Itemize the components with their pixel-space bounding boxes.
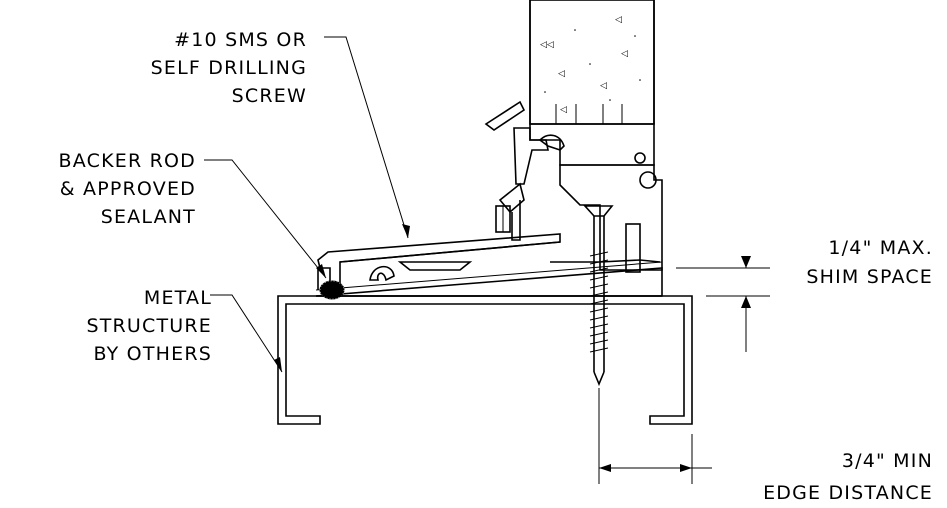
label-shim-line1: 1/4" MAX. xyxy=(828,237,933,259)
shim-dimension xyxy=(676,256,770,352)
label-screw-line3: SCREW xyxy=(232,85,307,107)
label-metal: METAL STRUCTURE BY OTHERS xyxy=(86,287,212,365)
label-metal-line3: BY OTHERS xyxy=(93,343,212,365)
screw xyxy=(583,205,614,387)
label-screw-line2: SELF DRILLING xyxy=(151,57,307,79)
leader-lines xyxy=(204,36,410,373)
label-metal-line1: METAL xyxy=(144,287,212,309)
edge-dimension xyxy=(598,388,712,484)
svg-text:◁: ◁ xyxy=(615,15,622,25)
label-backer-line1: BACKER ROD xyxy=(59,150,196,172)
label-backer-line3: SEALANT xyxy=(101,206,196,228)
label-metal-line2: STRUCTURE xyxy=(86,315,212,337)
concrete-panel: ◁ ◁◁ ◁ ◁ ◁ ◁ xyxy=(529,0,655,125)
metal-structure xyxy=(277,295,693,425)
label-edge-line1: 3/4" MIN xyxy=(842,450,933,472)
label-backer: BACKER ROD & APPROVED SEALANT xyxy=(59,150,196,228)
svg-text:◁: ◁ xyxy=(621,49,628,59)
sill-extrusion xyxy=(315,233,663,297)
label-screw-line1: #10 SMS OR xyxy=(174,29,307,51)
label-edge: 3/4" MIN EDGE DISTANCE xyxy=(763,450,933,504)
svg-text:◁: ◁ xyxy=(600,81,607,91)
backer-rod xyxy=(319,280,345,300)
svg-text:◁: ◁ xyxy=(558,69,565,79)
label-shim-line2: SHIM SPACE xyxy=(806,266,933,288)
label-screw: #10 SMS OR SELF DRILLING SCREW xyxy=(151,29,307,107)
label-edge-line2: EDGE DISTANCE xyxy=(763,482,933,504)
svg-text:◁: ◁ xyxy=(560,105,567,115)
label-backer-line2: & APPROVED xyxy=(60,178,196,200)
label-shim: 1/4" MAX. SHIM SPACE xyxy=(806,237,933,288)
svg-text:◁◁: ◁◁ xyxy=(540,40,554,50)
